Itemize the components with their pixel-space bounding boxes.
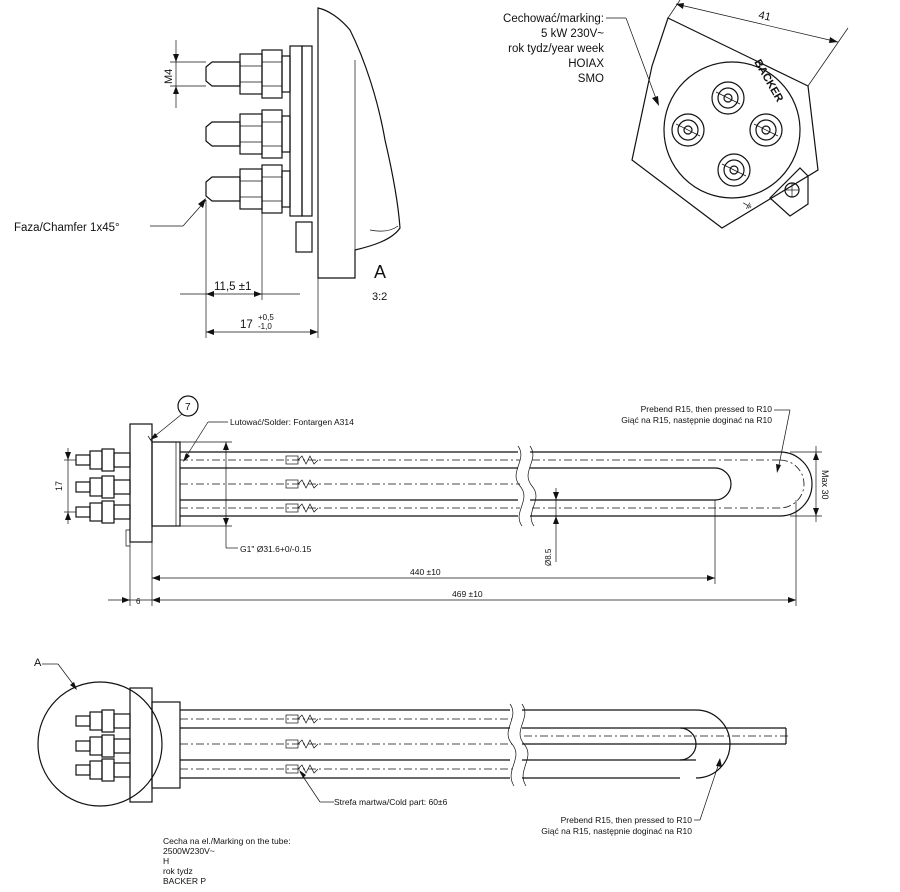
side-view-stud-1	[75, 448, 131, 472]
bottom-view-stud-2	[75, 734, 131, 758]
bottom-view-stud-1	[75, 709, 131, 733]
bottom-view-cold-part: Strefa martwa/Cold part: 60±6	[334, 797, 448, 807]
top-view-marking-2: 5 kW 230V~	[541, 28, 604, 40]
top-view-marking-5: SMO	[578, 73, 604, 85]
side-view-solder-label: Lutować/Solder: Fontargen A314	[230, 417, 354, 427]
side-view-stud-3	[75, 500, 131, 524]
side-view-stud-2	[75, 475, 131, 499]
detail-a-dim-17-lower: -1,0	[258, 322, 272, 331]
tube-marking-line-4: rok tydz	[163, 866, 193, 876]
top-view-terminal-4	[717, 153, 751, 187]
side-view-dim-6: 6	[136, 597, 141, 606]
bottom-view-prebend-en: Prebend R15, then pressed to R10	[561, 815, 693, 825]
top-end-view: ⏚ BACKER 41 Cechować/marking: 5 kW 230V~…	[503, 0, 849, 229]
side-view-element-markers	[285, 455, 319, 513]
detail-a-chamfer-label: Faza/Chamfer 1x45°	[14, 222, 120, 234]
detail-a-stud-3	[205, 164, 291, 214]
bottom-view-detail-letter: A	[34, 657, 42, 669]
top-view-terminal-1	[711, 81, 745, 115]
detail-a-view-letter: A	[374, 262, 386, 282]
side-view-max30: Max 30	[820, 470, 830, 500]
side-view-thread-g1: G1" Ø31.6+0/-0.15	[240, 544, 312, 554]
top-view-marking-3: rok tydz/year week	[508, 43, 604, 55]
tube-marking-line-3: H	[163, 856, 170, 866]
tube-marking-line-2: 2500W230V~	[163, 846, 215, 856]
top-view-brand: BACKER	[751, 58, 785, 105]
bottom-view-element-markers	[285, 714, 319, 774]
top-view-terminal-3	[749, 113, 783, 147]
detail-a-dim-115: 11,5 ±1	[214, 281, 251, 293]
top-view-marking-4: HOIAX	[568, 58, 604, 70]
top-view-marking-1: Cechować/marking:	[503, 13, 604, 25]
side-view: 17 7 Lutować/Solder:	[54, 395, 830, 606]
bottom-view-stud-3	[75, 758, 131, 782]
detail-a-view-scale: 3:2	[372, 291, 387, 303]
top-view-earth-icon: ⏚	[739, 197, 756, 213]
side-view-dim-440: 440 ±10	[410, 567, 441, 577]
bottom-view: A	[34, 657, 790, 836]
detail-a-dim-17: 17	[240, 319, 253, 331]
tube-marking-line-5: BACKER P	[163, 876, 206, 886]
side-view-dim-d85: Ø8.5	[544, 548, 553, 566]
tube-marking-line-1: Cecha na el./Marking on the tube:	[163, 836, 291, 846]
detail-a-stud-2	[205, 109, 291, 159]
detail-a-m4-label: M4	[163, 69, 175, 84]
side-view-dim-469: 469 ±10	[452, 589, 483, 599]
side-view-dim-17: 17	[54, 481, 64, 491]
detail-a-dim-17-upper: +0,5	[258, 313, 274, 322]
tube-marking-note: Cecha na el./Marking on the tube: 2500W2…	[163, 836, 291, 886]
detail-a-stud-1	[205, 49, 291, 99]
side-view-prebend-pl: Giąć na R15, następnie doginać na R10	[621, 415, 772, 425]
detail-a-view: M4 Faza/Chamfer 1x45° 11,5 ±1 17 +0,5 -1…	[14, 7, 401, 338]
bottom-view-prebend-pl: Giąć na R15, następnie doginać na R10	[541, 826, 692, 836]
side-view-prebend-en: Prebend R15, then pressed to R10	[641, 404, 773, 414]
top-view-dim-41: 41	[757, 9, 772, 23]
side-view-callout-7: 7	[185, 402, 191, 413]
top-view-terminal-2	[671, 113, 705, 147]
